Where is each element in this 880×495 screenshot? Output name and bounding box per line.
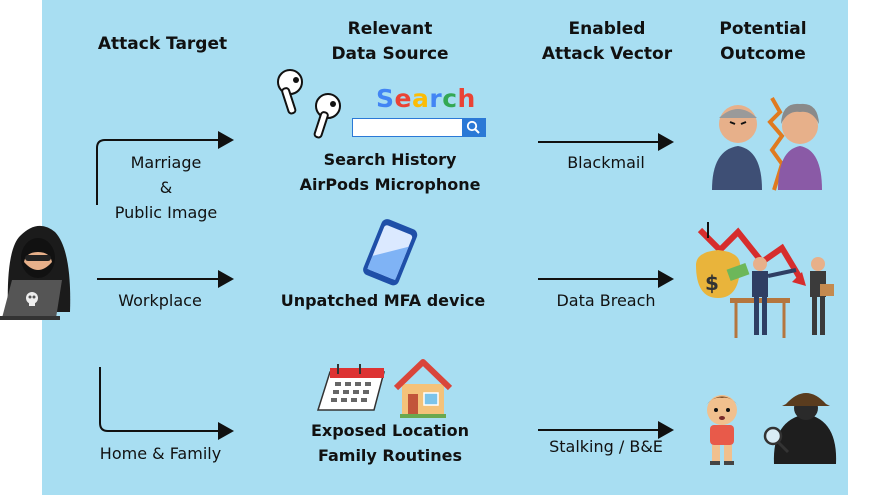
search-letter: r [429,84,443,113]
search-letter: h [457,84,476,113]
source-line: Exposed Location [310,421,470,440]
source-label-location: Exposed Location Family Routines [290,418,490,468]
financial-loss-icon: $ [696,222,834,338]
stalker-icon [763,393,837,464]
header-attack-vector: Enabled Attack Vector [522,17,692,67]
source-line: Family Routines [317,446,463,465]
target-label-marriage: Marriage & Public Image [100,150,232,225]
header-data-source: Relevant Data Source [310,17,470,67]
arguing-couple-icon [712,97,822,191]
search-button-icon [462,118,486,137]
magnifier-icon [466,120,480,134]
target-label-home-family: Home & Family [99,444,222,463]
house-icon [393,359,453,418]
target-line: Public Image [114,203,218,222]
hacker-icon [0,225,71,320]
arrow-row1-target [96,131,234,205]
header-data-source-line1: Relevant [347,19,433,39]
search-letter: S [376,84,395,113]
header-data-source-line2: Data Source [331,44,449,64]
arrow-row3-target [99,367,234,440]
search-letter: c [442,84,458,113]
vector-label-data-breach: Data Breach [556,291,656,310]
target-label-workplace: Workplace [118,291,202,310]
source-label-mfa-device: Unpatched MFA device [280,291,486,310]
airpods-icon [277,69,341,139]
header-outcome: Potential Outcome [700,17,826,67]
vector-label-blackmail: Blackmail [567,153,645,172]
target-line: Marriage [130,153,202,172]
source-line: Search History [323,150,457,169]
header-vector-line1: Enabled [568,19,646,39]
header-outcome-line1: Potential [719,19,807,39]
search-letter: a [411,84,430,113]
search-logo: Search [376,84,476,113]
vector-label-stalking: Stalking / B&E [549,437,663,456]
header-vector-line2: Attack Vector [541,44,673,64]
child-icon [706,395,738,465]
svg-text:$: $ [705,271,719,295]
header-attack-target: Attack Target [97,34,228,54]
search-letter: e [394,84,412,113]
calendar-icon [316,364,385,411]
smartphone-icon [363,219,418,286]
target-line: & [159,178,173,197]
source-line: AirPods Microphone [299,175,481,194]
source-label-search-history: Search History AirPods Microphone [280,147,500,197]
header-outcome-line2: Outcome [720,44,806,64]
